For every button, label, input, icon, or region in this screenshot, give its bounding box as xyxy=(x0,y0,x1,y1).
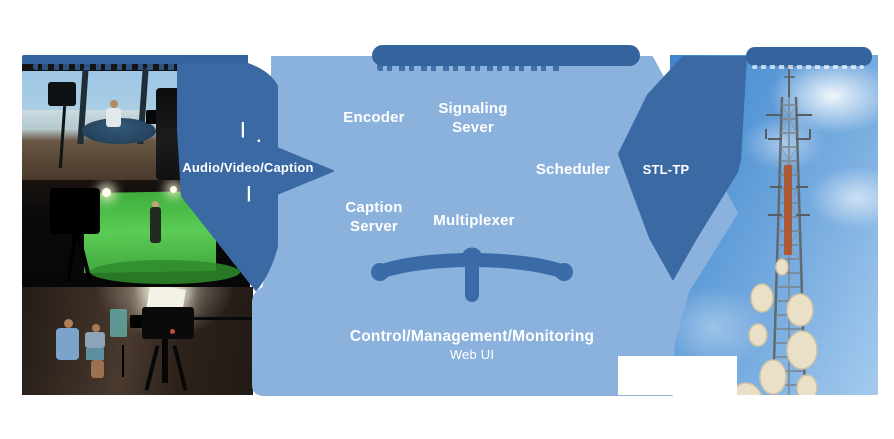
interviewee-body xyxy=(56,328,79,360)
interviewer-body xyxy=(85,332,105,348)
source-flow-arrow xyxy=(177,63,334,291)
anchor-person xyxy=(110,100,118,108)
control-wishbone-icon xyxy=(371,247,573,302)
web-ui-label: Web UI xyxy=(449,347,495,362)
stl-tp-arrow xyxy=(618,56,747,280)
signaling-server-line1: Signaling xyxy=(438,100,508,117)
camera-boom-arm xyxy=(172,317,253,320)
flow-mark-top: | xyxy=(240,119,246,138)
caption-server-line2: Server xyxy=(350,218,398,235)
cropped-band-text-remnant xyxy=(33,63,179,70)
interview-photo xyxy=(22,287,253,395)
green-floor xyxy=(90,260,240,284)
cropped-title-bar-center xyxy=(372,45,640,66)
studio-light xyxy=(48,82,76,106)
tower-art xyxy=(728,59,818,428)
encoder-label: Encoder xyxy=(343,109,405,126)
audio-video-caption-label: Audio/Video/Caption xyxy=(182,160,314,175)
cropped-title-text-remnant-tower xyxy=(752,65,864,69)
tower-side-antennas xyxy=(765,114,812,216)
cropped-title-text-remnant xyxy=(377,63,561,71)
stl-tp-label: STL-TP xyxy=(642,162,690,177)
source-top-band xyxy=(22,55,248,65)
camera-tally-light xyxy=(170,329,175,334)
microwave-dishes xyxy=(728,258,818,428)
flow-mark-bottom: | xyxy=(246,183,252,202)
interviewer-skirt xyxy=(86,348,104,360)
caption-server-label: Caption Server xyxy=(314,198,434,236)
cropped-title-bar-tower xyxy=(746,47,872,66)
camera-silhouette xyxy=(50,188,100,234)
camera-lens xyxy=(130,315,144,328)
caption-server-line1: Caption xyxy=(345,199,403,216)
interviewer-head xyxy=(92,324,100,332)
interview-camera xyxy=(142,307,194,339)
studio-lamp xyxy=(170,186,177,193)
tripod-column xyxy=(162,339,168,383)
anchor-person-shirt xyxy=(106,108,121,127)
flow-mark-dot: . xyxy=(256,127,262,146)
mic-stand xyxy=(122,345,124,377)
scheduler-label: Scheduler xyxy=(535,161,611,178)
multiplexer-label: Multiplexer xyxy=(433,212,515,229)
signaling-server-line2: Sever xyxy=(452,119,494,136)
tower-orange-section xyxy=(784,165,792,255)
white-notch xyxy=(618,356,737,395)
teal-door xyxy=(110,309,127,337)
control-management-monitoring-label: Control/Management/Monitoring xyxy=(349,328,595,345)
talent-head xyxy=(152,201,159,208)
interviewer-legs xyxy=(91,360,104,378)
signaling-server-label: Signaling Sever xyxy=(413,99,533,137)
talent-person xyxy=(150,207,161,243)
studio-lamp xyxy=(102,188,111,197)
interviewee-head xyxy=(64,319,73,328)
transmission-tower-photo xyxy=(670,55,878,428)
